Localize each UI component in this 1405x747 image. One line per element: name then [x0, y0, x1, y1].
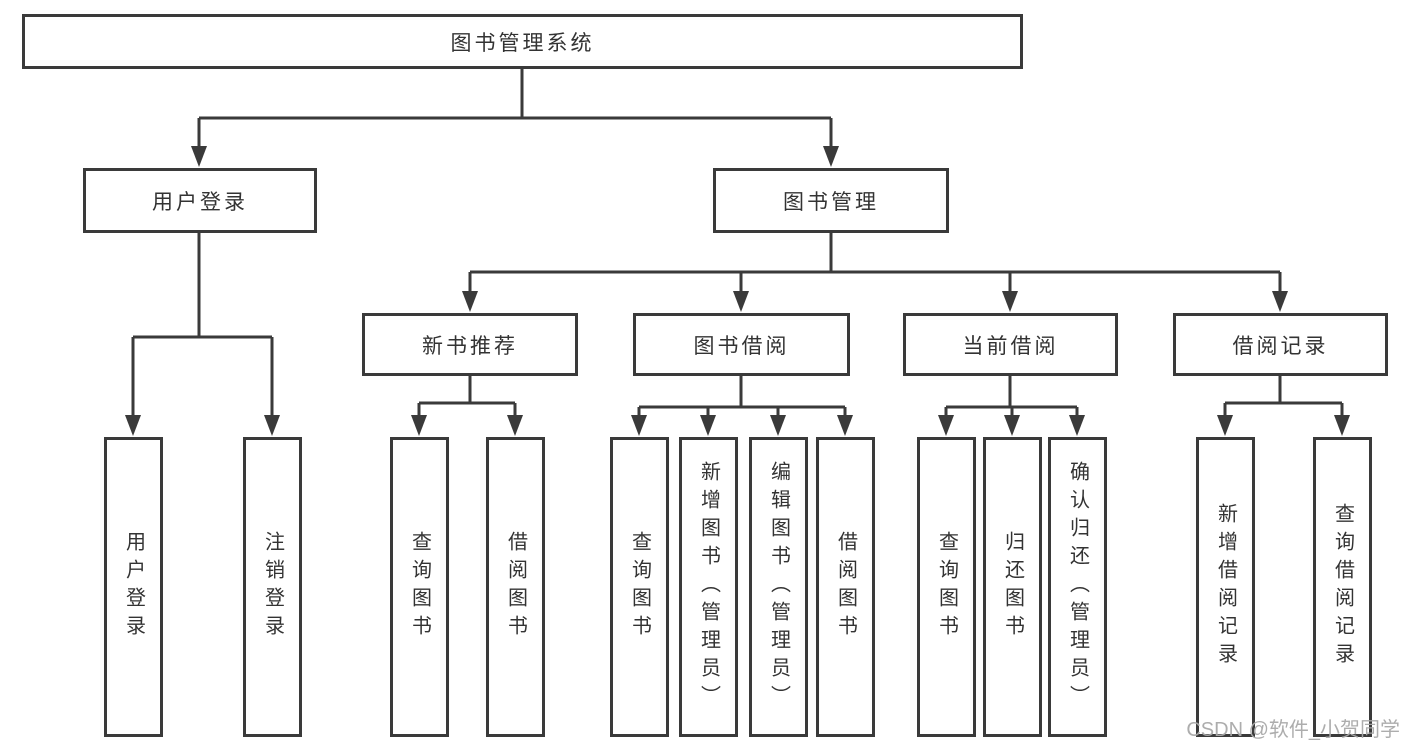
leaf-borrow-book-2: 借阅图书 — [816, 437, 875, 737]
leaf-label: 借阅图书 — [504, 531, 527, 643]
leaf-add-borrow-record: 新增借阅记录 — [1196, 437, 1255, 737]
node-book-management: 图书管理 — [713, 168, 949, 233]
node-user-login: 用户登录 — [83, 168, 317, 233]
leaf-logout: 注销登录 — [243, 437, 302, 737]
leaf-label: 确认归还（管理员） — [1066, 461, 1089, 713]
leaf-borrow-book-1: 借阅图书 — [486, 437, 545, 737]
leaf-add-book-admin: 新增图书（管理员） — [679, 437, 738, 737]
leaf-search-book-3: 查询图书 — [917, 437, 976, 737]
leaf-label: 查询图书 — [935, 531, 958, 643]
leaf-search-book-2: 查询图书 — [610, 437, 669, 737]
node-new-book-recommend: 新书推荐 — [362, 313, 578, 376]
leaf-label: 新增图书（管理员） — [697, 461, 720, 713]
leaf-label: 新增借阅记录 — [1214, 503, 1237, 671]
node-label: 图书管理系统 — [450, 31, 595, 55]
node-label: 新书推荐 — [422, 334, 518, 358]
leaf-label: 借阅图书 — [834, 531, 857, 643]
node-label: 用户登录 — [152, 190, 248, 214]
leaf-confirm-return-admin: 确认归还（管理员） — [1048, 437, 1107, 737]
leaf-label: 归还图书 — [1001, 531, 1024, 643]
node-root-system: 图书管理系统 — [22, 14, 1023, 69]
leaf-label: 用户登录 — [122, 531, 145, 643]
leaf-search-borrow-record: 查询借阅记录 — [1313, 437, 1372, 737]
leaf-label: 查询图书 — [408, 531, 431, 643]
node-label: 图书管理 — [783, 190, 879, 214]
node-label: 图书借阅 — [693, 334, 790, 358]
leaf-label: 查询图书 — [628, 531, 651, 643]
arrowheads — [125, 146, 1350, 436]
csdn-watermark: CSDN @软件_小贺同学 — [1186, 719, 1400, 741]
leaf-user-login: 用户登录 — [104, 437, 163, 737]
node-book-borrow: 图书借阅 — [633, 313, 850, 376]
node-borrow-record: 借阅记录 — [1173, 313, 1388, 376]
node-label: 当前借阅 — [962, 334, 1059, 358]
leaf-search-book-1: 查询图书 — [390, 437, 449, 737]
leaf-return-book: 归还图书 — [983, 437, 1042, 737]
node-current-borrow: 当前借阅 — [903, 313, 1118, 376]
leaf-label: 注销登录 — [261, 531, 284, 643]
node-label: 借阅记录 — [1232, 334, 1329, 358]
leaf-label: 查询借阅记录 — [1331, 503, 1354, 671]
leaf-edit-book-admin: 编辑图书（管理员） — [749, 437, 808, 737]
leaf-label: 编辑图书（管理员） — [767, 461, 790, 713]
